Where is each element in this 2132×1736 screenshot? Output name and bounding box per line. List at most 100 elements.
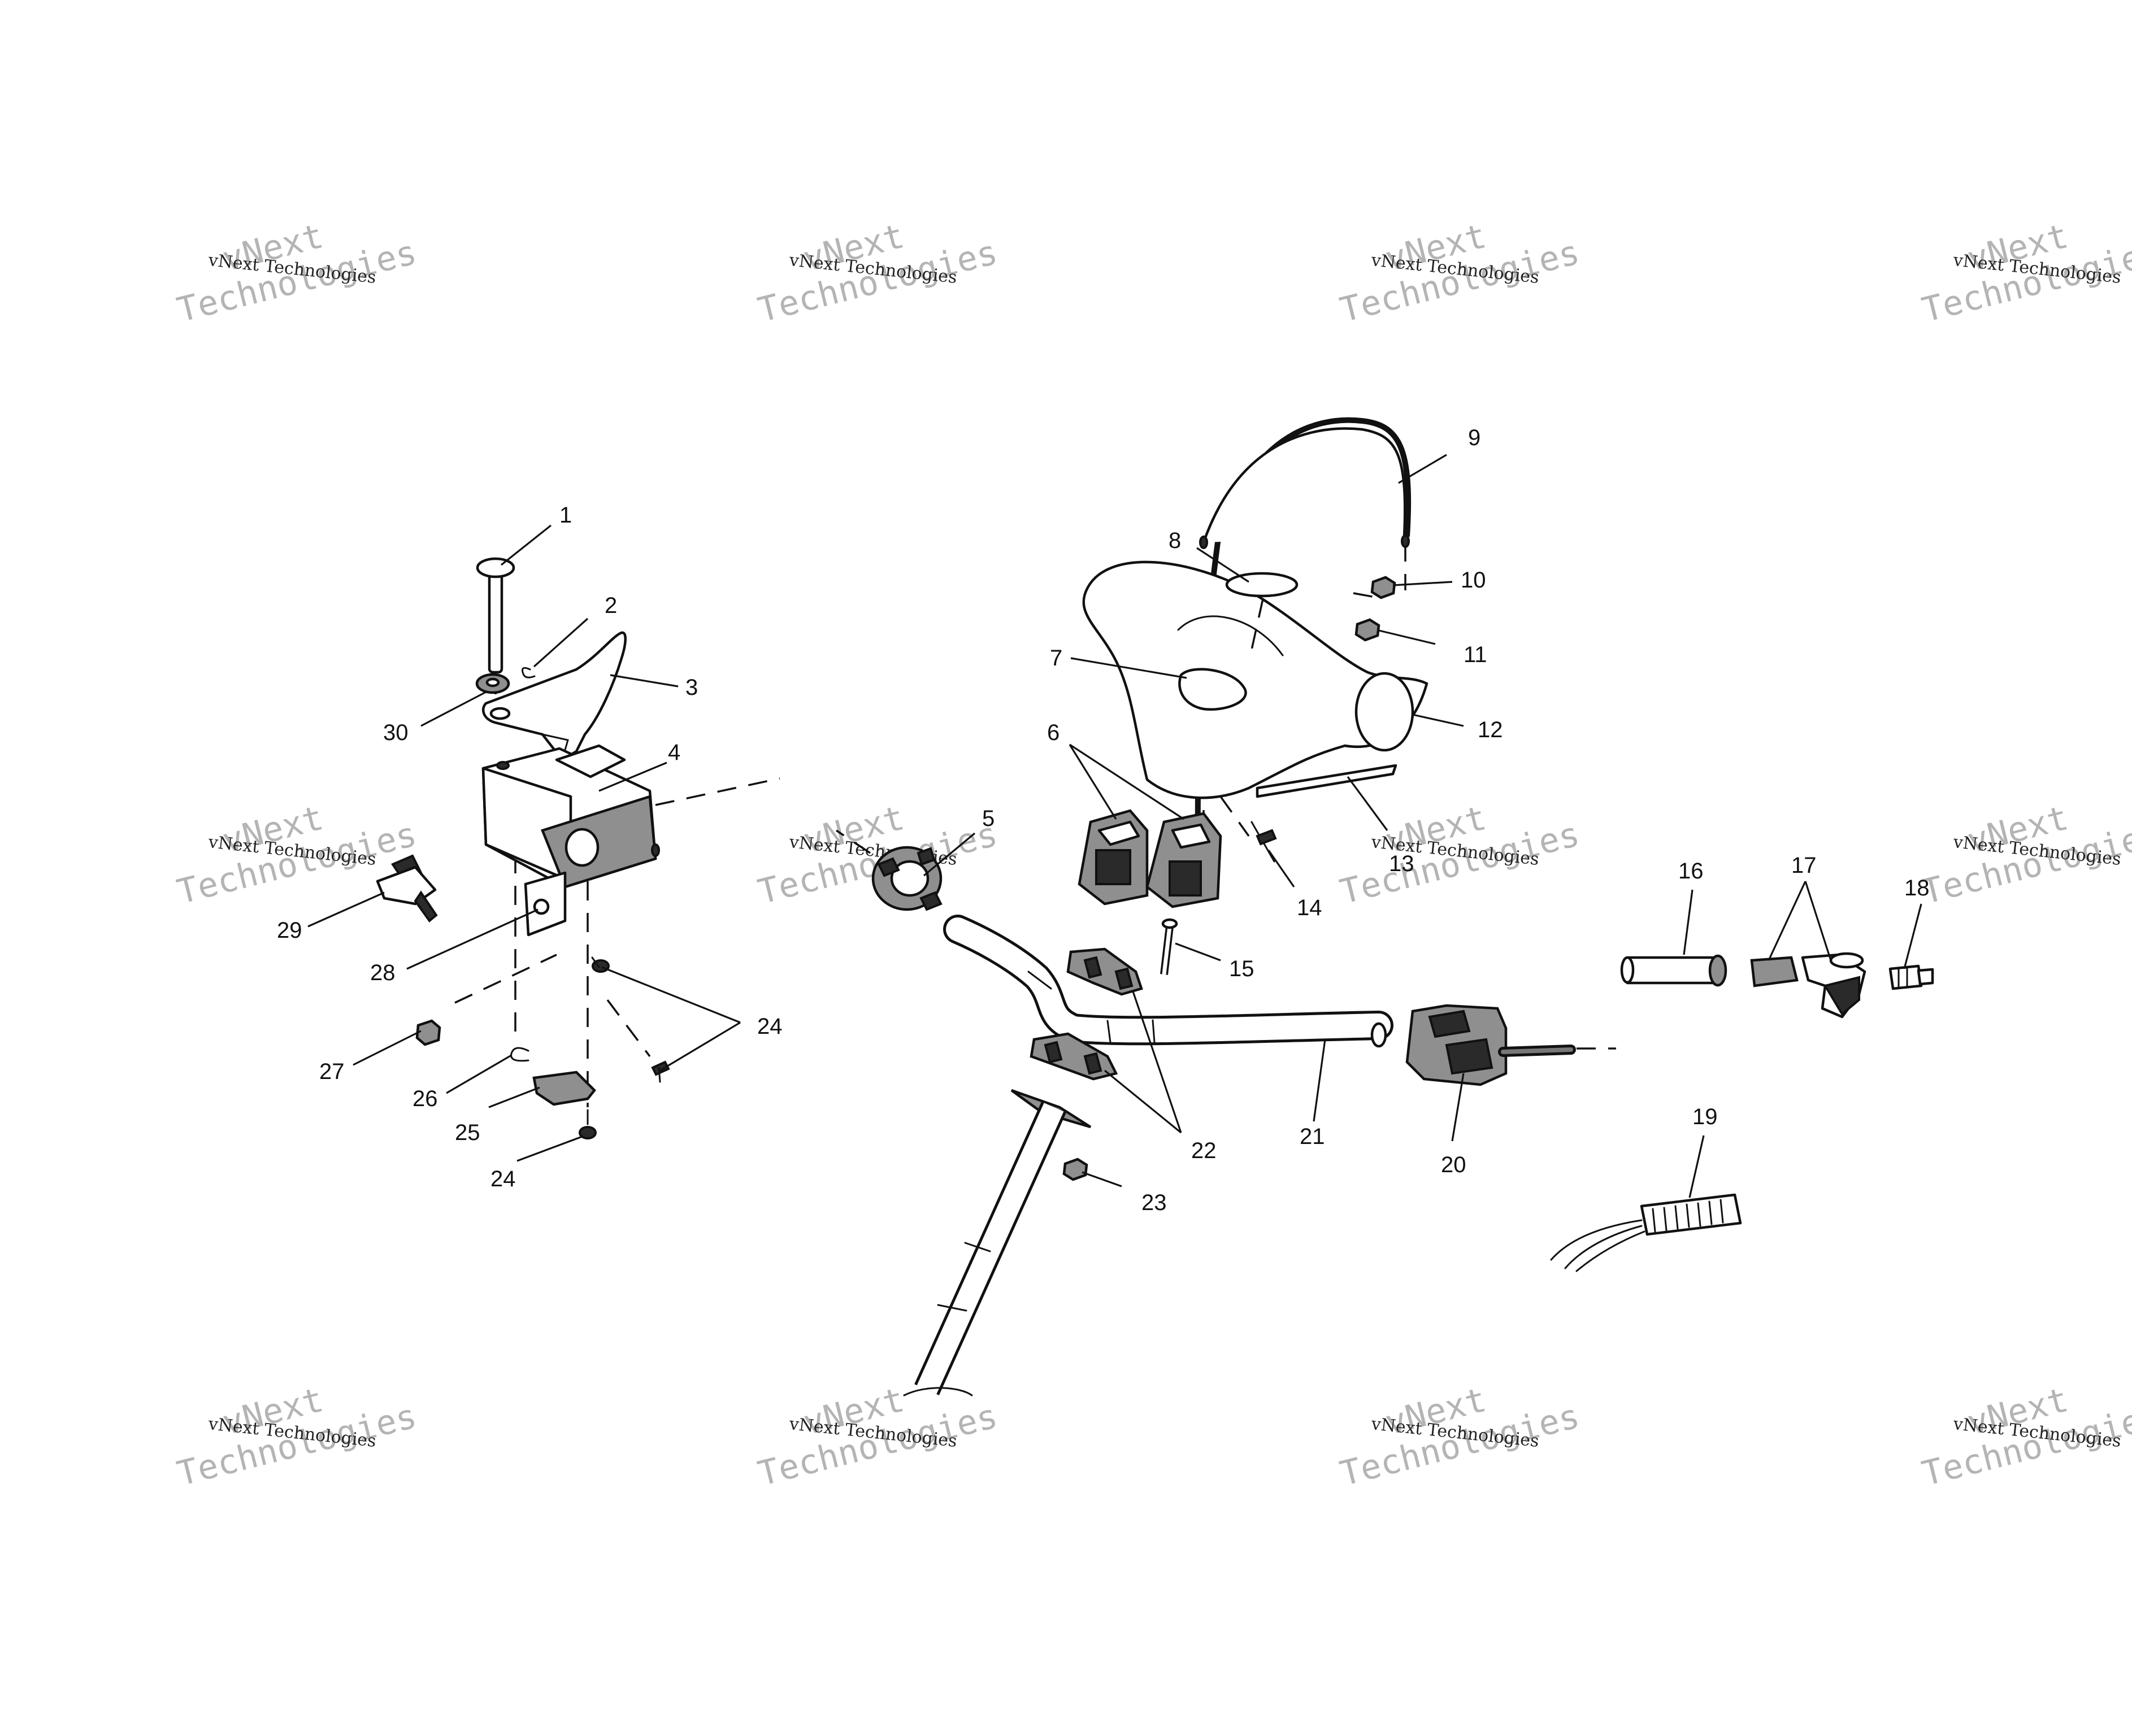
screw — [651, 1060, 670, 1083]
callout-4: 4 — [668, 740, 680, 765]
pad — [532, 1071, 597, 1106]
leader-9 — [1398, 454, 1447, 484]
callout-24b: 24 — [490, 1167, 516, 1191]
leader-14 — [1267, 850, 1295, 887]
leader-10 — [1392, 581, 1453, 586]
callout-15: 15 — [1229, 956, 1254, 981]
heated-grip — [1550, 1193, 1742, 1272]
callout-26: 26 — [412, 1086, 438, 1111]
callout-17: 17 — [1791, 853, 1817, 878]
leader-25 — [488, 1086, 540, 1108]
callout-9: 9 — [1468, 425, 1480, 450]
callout-23: 23 — [1141, 1190, 1167, 1215]
ring — [510, 1047, 529, 1062]
callout-3: 3 — [685, 675, 698, 700]
leader-2 — [533, 617, 589, 668]
leader-3 — [610, 674, 679, 688]
leader-27 — [353, 1030, 422, 1066]
leader-24b — [516, 1135, 583, 1162]
callout-10: 10 — [1461, 568, 1486, 593]
throttle-housing — [1801, 952, 1866, 1019]
left-assembly — [376, 557, 780, 1139]
trim-strip — [1256, 764, 1397, 798]
leader-6 — [1069, 743, 1184, 820]
callout-14: 14 — [1297, 895, 1322, 920]
leader-28 — [406, 908, 539, 970]
callout-6: 6 — [1047, 720, 1060, 745]
nut — [1062, 1158, 1088, 1181]
callout-16: 16 — [1678, 859, 1704, 884]
callout-25: 25 — [455, 1120, 480, 1145]
cover — [1082, 560, 1428, 799]
leader-15 — [1175, 942, 1221, 961]
grip — [1620, 954, 1727, 987]
steering-column — [903, 1089, 1092, 1396]
bracket — [482, 631, 627, 762]
plate — [524, 871, 567, 937]
leader-20 — [1451, 1073, 1465, 1142]
leader-11 — [1378, 629, 1436, 645]
leader-30 — [420, 691, 487, 727]
centerline — [606, 999, 651, 1058]
switch-cover — [1078, 809, 1149, 906]
clip — [522, 667, 536, 678]
callout-19: 19 — [1692, 1104, 1718, 1129]
callout-22: 22 — [1191, 1138, 1217, 1163]
callout-18: 18 — [1904, 876, 1930, 900]
nut — [415, 1019, 441, 1046]
screw — [1250, 821, 1277, 863]
leader-5 — [923, 832, 976, 877]
centerline — [454, 954, 557, 1004]
callout-21: 21 — [1300, 1124, 1325, 1149]
callout-27: 27 — [319, 1059, 345, 1084]
leader-22 — [1132, 991, 1182, 1133]
leader-6 — [1069, 744, 1117, 820]
leader-lines — [307, 454, 1922, 1198]
centre-assembly — [836, 417, 1428, 1396]
leader-4 — [598, 762, 667, 792]
leader-29 — [307, 891, 385, 928]
throttle-housing — [1750, 956, 1799, 987]
leader-8 — [1196, 547, 1249, 583]
leader-23 — [1082, 1171, 1122, 1187]
callout-29: 29 — [277, 918, 302, 943]
clamp — [1030, 1032, 1118, 1081]
nut — [1370, 576, 1396, 599]
leader-22 — [1104, 1069, 1182, 1134]
centerline — [655, 777, 780, 806]
leader-17 — [1804, 881, 1832, 961]
callout-30: 30 — [383, 720, 409, 745]
leader-16 — [1683, 889, 1694, 955]
hub — [871, 846, 943, 911]
leader-12 — [1412, 713, 1464, 727]
callout-13: 13 — [1389, 851, 1414, 876]
callout-8: 8 — [1169, 528, 1181, 553]
leader-19 — [1688, 1135, 1705, 1198]
callout-28: 28 — [370, 960, 396, 985]
callout-2: 2 — [605, 593, 617, 618]
clamp — [1066, 947, 1143, 996]
plug — [1888, 964, 1934, 990]
washer — [475, 673, 510, 694]
screw — [579, 1109, 597, 1139]
switch — [376, 854, 438, 923]
callout-24a: 24 — [757, 1014, 783, 1039]
switch-cover — [1145, 812, 1222, 908]
callout-1: 1 — [559, 503, 572, 528]
nut — [1354, 618, 1380, 642]
leader-24a — [601, 966, 741, 1024]
callout-7: 7 — [1050, 646, 1062, 671]
leader-13 — [1347, 776, 1388, 831]
